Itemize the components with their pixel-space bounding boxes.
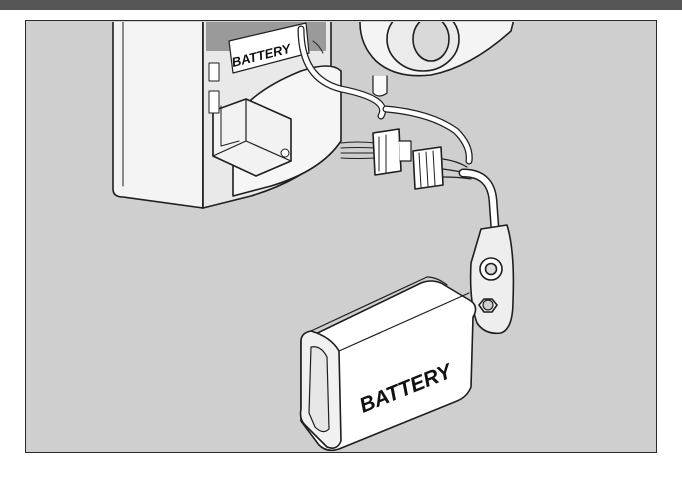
battery-installation-illustration: BATTERY bbox=[112, 22, 515, 452]
nine-volt-battery bbox=[299, 276, 477, 452]
battery-compartment bbox=[202, 22, 342, 209]
battery-snap-clip bbox=[469, 224, 515, 335]
top-bar bbox=[0, 0, 682, 10]
device-housing bbox=[112, 22, 204, 209]
wire-connector bbox=[372, 128, 472, 190]
battery-wires bbox=[297, 25, 473, 165]
snap-lead-wire bbox=[458, 168, 500, 234]
illustration-frame: BATTERY bbox=[25, 20, 657, 453]
device-knob bbox=[312, 22, 515, 97]
